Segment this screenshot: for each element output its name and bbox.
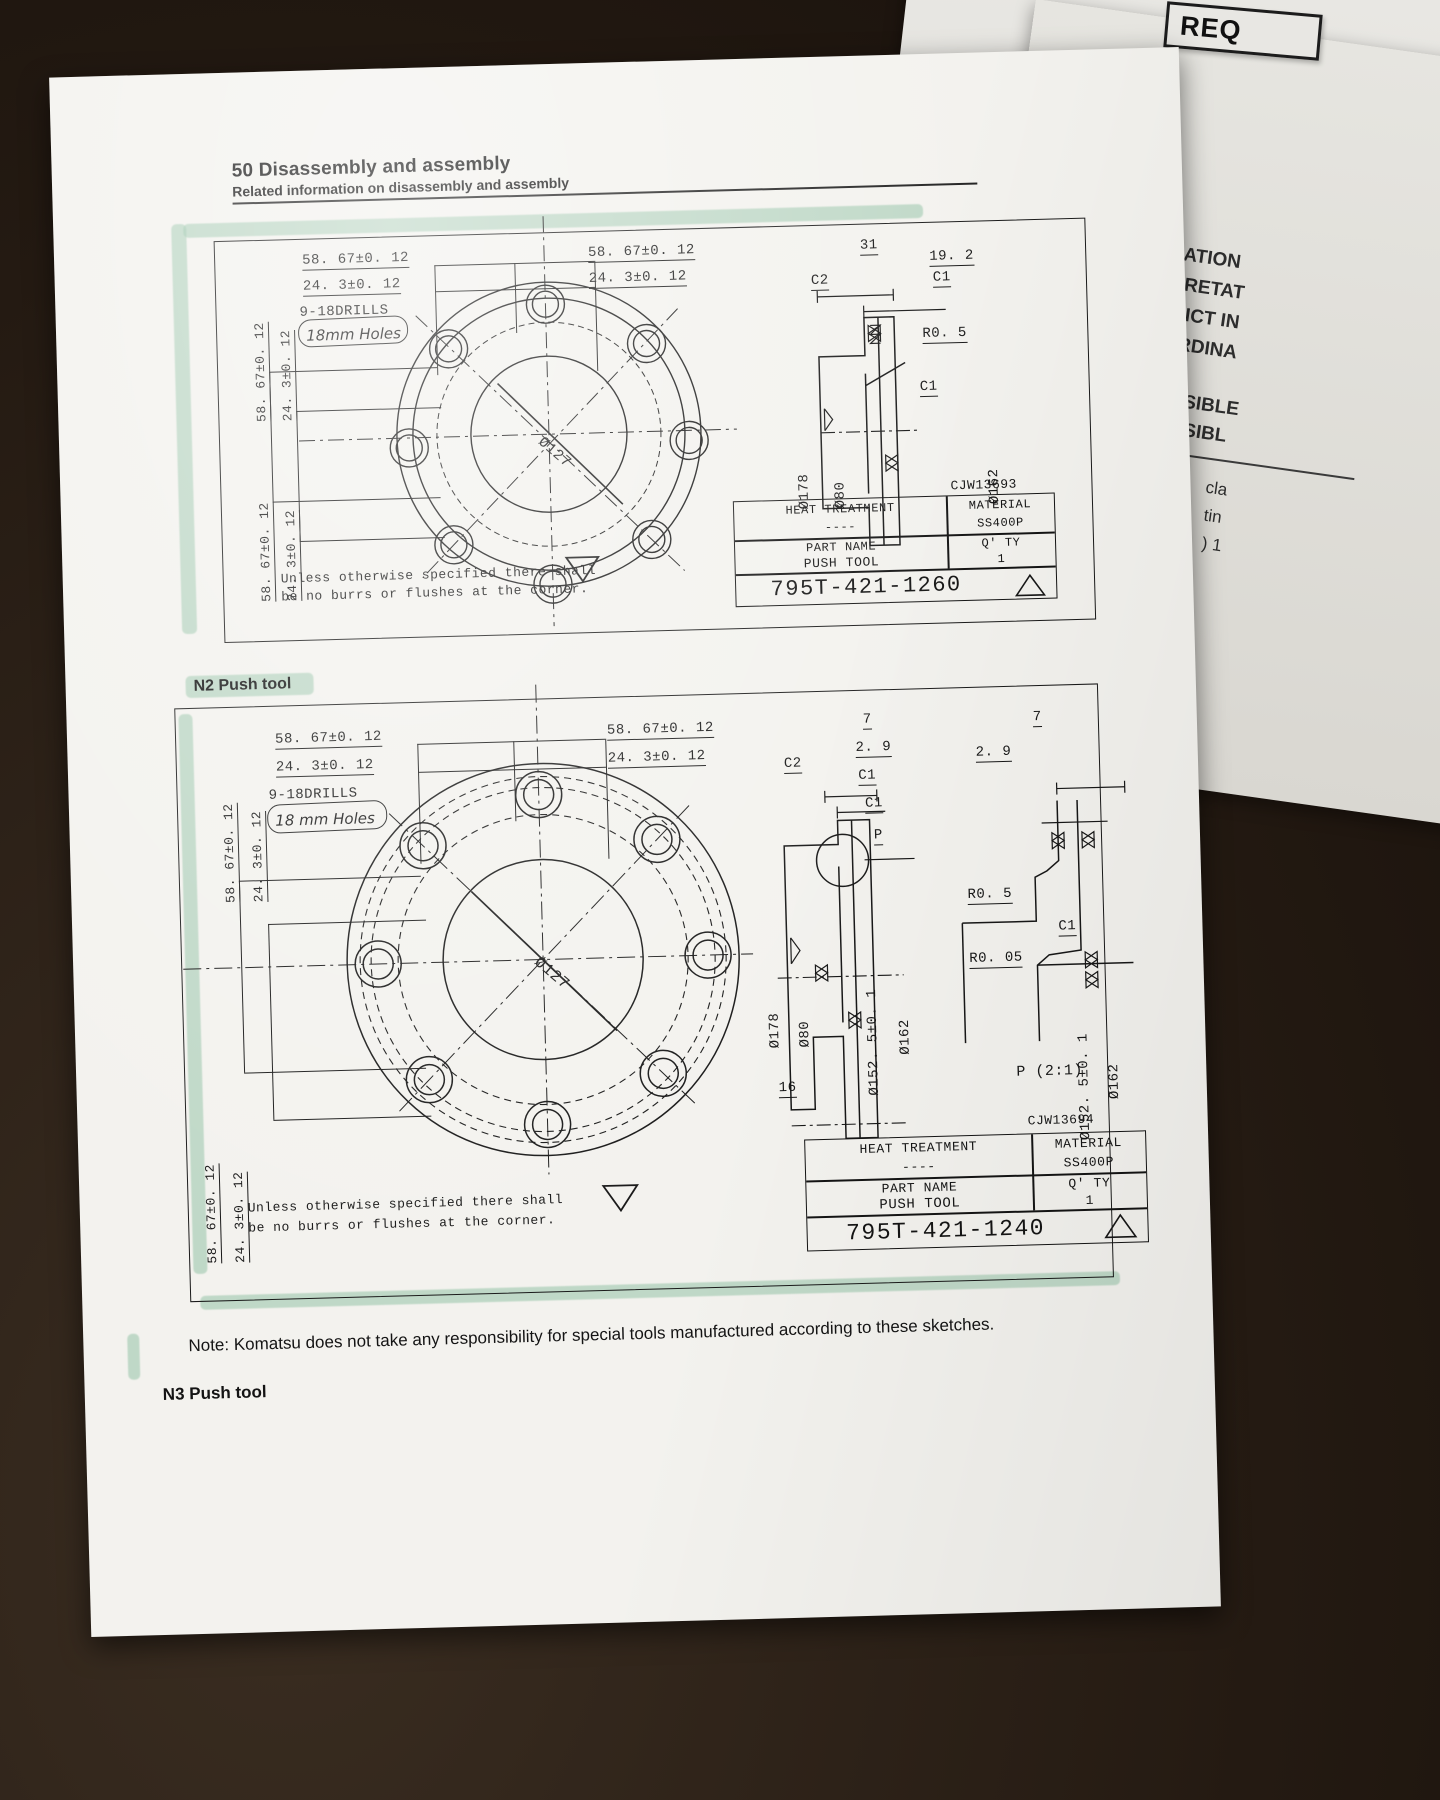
- d2-flange-front-view: [183, 684, 754, 1175]
- req-stamp-label: REQ: [1178, 10, 1243, 46]
- d1-chamfer-c1-top: C1: [932, 269, 951, 288]
- bg-col3-line-1: cla: [1204, 477, 1229, 500]
- highlight-mark-left-1: [171, 223, 198, 635]
- d1-revision-triangle-icon: [1014, 573, 1047, 597]
- d2-material-value: SS400P: [1063, 1154, 1115, 1171]
- d1-dim-31: 31: [859, 237, 879, 256]
- bg-col3-line-3: ) 1: [1200, 533, 1223, 556]
- d1-dim-bottomleft-5867: 58. 67±0. 12: [256, 502, 277, 603]
- d2-detail-marker-p: P: [873, 827, 884, 846]
- d2-dim-left-243: 24. 3±0. 12: [249, 810, 269, 903]
- section-label-n3: N3 Push tool: [162, 1382, 267, 1404]
- d2-cross-section-view: [777, 789, 915, 1140]
- d2-detail-dim-2-9: 2. 9: [975, 743, 1012, 763]
- section-label-n2: N2 Push tool: [193, 675, 292, 695]
- d2-part-number: 795T-421-1240: [845, 1214, 1046, 1246]
- d2-detail-dim-7: 7: [1032, 708, 1042, 728]
- d2-dim-7: 7: [862, 711, 872, 730]
- d1-title-block: HEAT TREATMENT ---- MATERIAL SS400P PART…: [732, 492, 1058, 608]
- d2-dim-left-5867: 58. 67±0. 12: [220, 803, 241, 904]
- d2-dia-152-5: Ø152. 5±0. 1: [864, 988, 883, 1096]
- d1-dim-19-2: 19. 2: [929, 247, 975, 267]
- d2-dia-178: Ø178: [766, 1012, 784, 1049]
- d1-cross-section-view: [816, 288, 946, 547]
- d1-part-number: 795T-421-1260: [770, 572, 963, 603]
- d1-qty-value: 1: [997, 551, 1006, 566]
- d2-detail-chamfer-c1: C1: [1058, 918, 1077, 937]
- d2-drawing-number: CJW13694: [1027, 1111, 1095, 1129]
- d1-drawing-number: CJW13693: [950, 476, 1018, 494]
- d2-revision-triangle-icon: [1104, 1213, 1138, 1239]
- d2-chamfer-c2: C2: [783, 755, 803, 774]
- responsibility-note: Note: Komatsu does not take any responsi…: [188, 1314, 995, 1356]
- d2-chamfer-c1-a: C1: [858, 767, 877, 786]
- d2-detail-dia-162: Ø162: [1106, 1063, 1124, 1100]
- d2-dia-80: Ø80: [796, 1020, 814, 1048]
- d2-detail-label: P (2:1): [1016, 1061, 1084, 1081]
- d2-dim-2-9: 2. 9: [855, 739, 892, 758]
- page-heading: 50 Disassembly and assembly Related info…: [231, 152, 978, 205]
- d2-depth-16: 16: [778, 1079, 797, 1099]
- d1-chamfer-c1-mid: C1: [919, 378, 938, 398]
- highlight-mark-note: [127, 1333, 141, 1380]
- d2-title-block: HEAT TREATMENT ---- MATERIAL SS400P PART…: [804, 1130, 1150, 1252]
- bg-col3-line-2: tin: [1202, 505, 1223, 527]
- manual-page: 50 Disassembly and assembly Related info…: [49, 47, 1221, 1637]
- d1-chamfer-c2: C2: [810, 272, 829, 292]
- d1-flange-front-view: [299, 216, 737, 627]
- d2-chamfer-c1-b: C1: [864, 795, 884, 814]
- d2-qty-value: 1: [1085, 1192, 1095, 1208]
- d2-detail-radius-r005: R0. 05: [969, 949, 1023, 969]
- d2-surface-symbol: [601, 1184, 639, 1213]
- d1-surface-symbol: [564, 555, 600, 583]
- d2-dim-bottomleft-243: 24. 3±0. 12: [230, 1171, 251, 1264]
- d2-dim-bottomleft-5867: 58. 67±0. 12: [202, 1163, 223, 1264]
- d1-radius-r05: R0. 5: [922, 324, 968, 345]
- d1-dim-left-243: 24. 3±0. 12: [278, 329, 298, 422]
- d2-detail-radius-r05: R0. 5: [967, 885, 1013, 906]
- bg-col2-line-1: SIBLE: [1181, 391, 1241, 421]
- d2-dia-162: Ø162: [896, 1018, 914, 1055]
- d1-material-value: SS400P: [976, 515, 1025, 531]
- d2-detail-view-p: [961, 780, 1134, 1044]
